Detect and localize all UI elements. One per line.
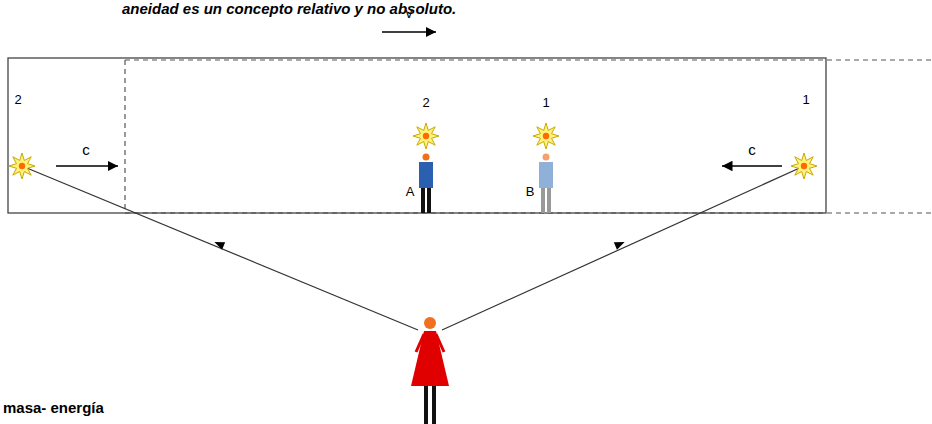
light-speed-label: c	[82, 142, 90, 159]
section-heading: masa- energía	[3, 400, 104, 417]
flash	[9, 153, 35, 179]
flash	[533, 123, 559, 149]
ground-observer	[411, 317, 449, 424]
wagon	[8, 58, 826, 213]
flash-number: 1	[542, 96, 549, 110]
ray-arrowhead	[614, 238, 626, 249]
flash	[791, 153, 817, 179]
observer-name: A	[406, 185, 415, 199]
flash-number: 2	[14, 93, 21, 107]
light-ray	[442, 166, 804, 330]
flash	[413, 123, 439, 149]
light-speed-label: c	[748, 142, 756, 159]
light-ray	[22, 166, 418, 330]
observer-name: B	[526, 185, 535, 199]
ray-arrowhead	[213, 238, 225, 249]
flash-number: 2	[422, 96, 429, 110]
moved-wagon	[125, 60, 932, 213]
velocity-label: v	[406, 6, 413, 21]
observer-b	[539, 154, 553, 214]
light-arrow	[56, 165, 118, 167]
velocity-arrow	[382, 31, 436, 33]
flash-number: 1	[802, 93, 809, 107]
observer-a	[419, 154, 433, 214]
light-arrow	[722, 165, 782, 167]
